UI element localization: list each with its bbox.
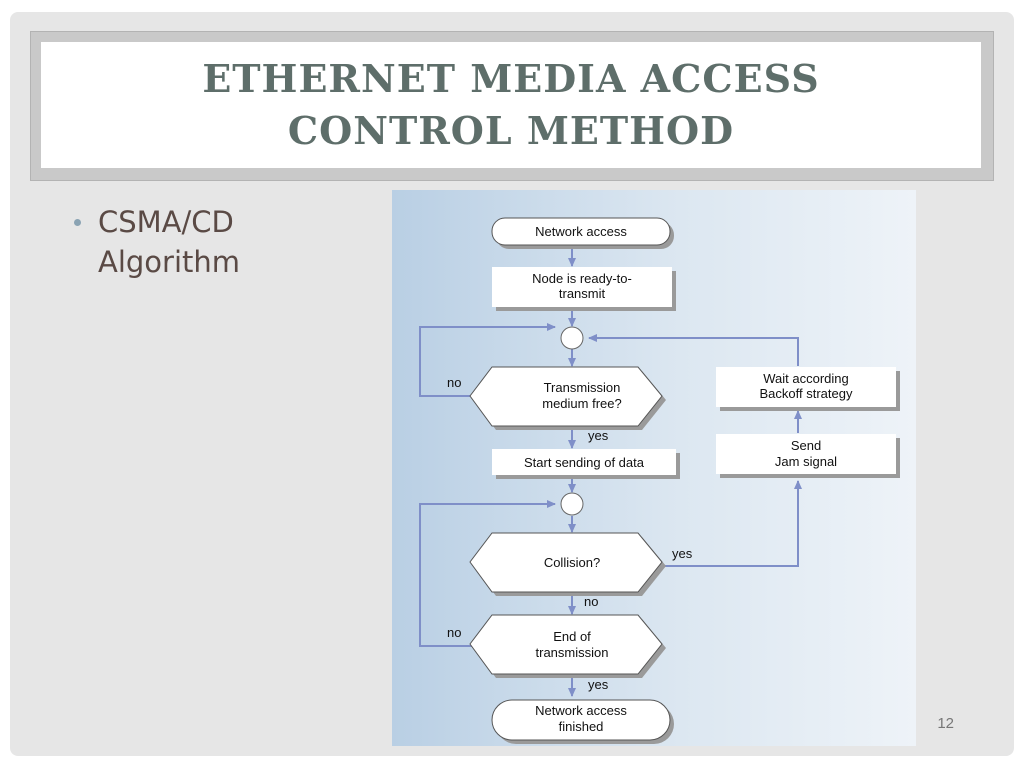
slide-title: ETHERNET MEDIA ACCESS CONTROL METHOD bbox=[202, 56, 820, 153]
node-finished-line2: finished bbox=[559, 719, 604, 734]
label-no-end: no bbox=[447, 625, 461, 640]
csma-cd-flowchart: Network access Node is ready-to- transmi… bbox=[392, 190, 916, 746]
node-network-access: Network access bbox=[491, 217, 674, 249]
label-yes-end: yes bbox=[588, 677, 609, 692]
node-send-jam: Send Jam signal bbox=[716, 434, 900, 478]
decision-medium-line2: medium free? bbox=[542, 396, 621, 411]
arrow-end-no-loop bbox=[419, 500, 556, 647]
bullet-text: CSMA/CD Algorithm bbox=[98, 205, 241, 279]
label-no-collision: no bbox=[584, 594, 598, 609]
decision-end-line2: transmission bbox=[536, 645, 609, 660]
arrow-medium-no-loop bbox=[419, 323, 556, 397]
title-band: ETHERNET MEDIA ACCESS CONTROL METHOD bbox=[30, 31, 994, 181]
decision-end-line1: End of bbox=[553, 629, 591, 644]
node-network-access-finished: Network access finished bbox=[491, 699, 674, 744]
node-wait-line1: Wait according bbox=[763, 371, 849, 386]
label-yes-medium: yes bbox=[588, 428, 609, 443]
merge-point-1 bbox=[560, 326, 584, 350]
node-jam-line2: Jam signal bbox=[775, 454, 837, 469]
decision-medium-free: Transmission medium free? bbox=[469, 366, 666, 430]
arrow-wait-to-merge1 bbox=[588, 334, 799, 366]
node-wait-backoff: Wait according Backoff strategy bbox=[716, 367, 900, 411]
label-yes-collision: yes bbox=[672, 546, 693, 561]
bullet-list: CSMA/CD Algorithm bbox=[70, 202, 330, 282]
slide: ETHERNET MEDIA ACCESS CONTROL METHOD CSM… bbox=[10, 12, 1014, 756]
decision-end-of-transmission: End of transmission bbox=[469, 614, 666, 678]
title-box: ETHERNET MEDIA ACCESS CONTROL METHOD bbox=[41, 42, 981, 168]
decision-medium-line1: Transmission bbox=[544, 380, 621, 395]
page-number: 12 bbox=[937, 715, 954, 732]
decision-collision-text: Collision? bbox=[544, 555, 600, 570]
node-network-access-text: Network access bbox=[535, 224, 627, 239]
node-finished-line1: Network access bbox=[535, 703, 627, 718]
label-no-medium: no bbox=[447, 375, 461, 390]
bullet-item: CSMA/CD Algorithm bbox=[70, 202, 330, 282]
node-jam-line1: Send bbox=[791, 438, 821, 453]
node-ready-line2: transmit bbox=[559, 286, 606, 301]
arrow-collision-yes bbox=[662, 480, 802, 567]
node-wait-line2: Backoff strategy bbox=[760, 386, 853, 401]
flowchart-svg: Network access Node is ready-to- transmi… bbox=[419, 217, 900, 744]
node-ready-to-transmit: Node is ready-to- transmit bbox=[492, 267, 676, 311]
node-start-sending-text: Start sending of data bbox=[524, 455, 645, 470]
merge-point-2 bbox=[560, 492, 584, 516]
node-start-sending: Start sending of data bbox=[492, 449, 680, 479]
node-ready-line1: Node is ready-to- bbox=[532, 271, 632, 286]
bullet-dot-icon bbox=[74, 219, 81, 226]
decision-collision: Collision? bbox=[469, 532, 666, 596]
